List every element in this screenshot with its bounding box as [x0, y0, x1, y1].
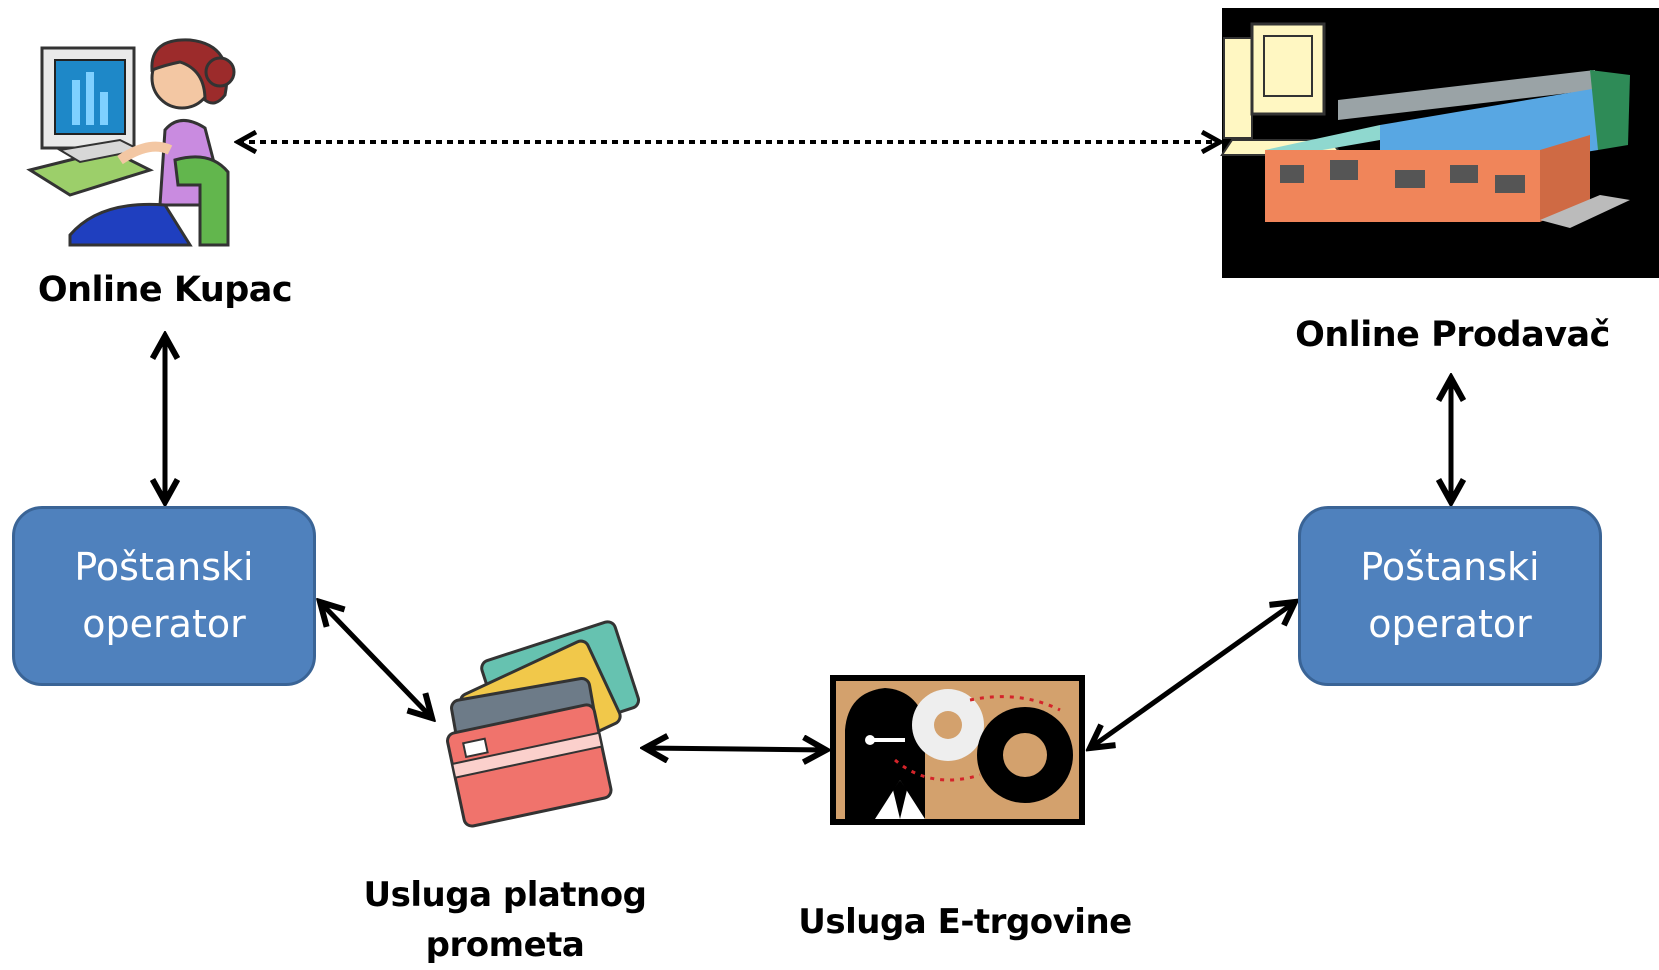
- ecommerce-service-label: Usluga E-trgovine: [798, 902, 1132, 942]
- postal-operator-left: Poštanski operator: [12, 506, 316, 686]
- payment-service-label: Usluga platnog prometa: [355, 870, 655, 970]
- warehouse-computer-icon: [1220, 8, 1659, 278]
- seller-label: Online Prodavač: [1295, 315, 1610, 355]
- credit-cards-icon: [446, 620, 641, 828]
- payment-label-line1: Usluga platnog: [363, 875, 647, 915]
- operator-left-line1: Poštanski: [74, 545, 254, 589]
- operator-payment-arrow: [320, 602, 432, 718]
- postal-operator-right: Poštanski operator: [1298, 506, 1602, 686]
- payment-ecommerce-arrow: [645, 748, 826, 750]
- payment-label-line2: prometa: [425, 925, 585, 965]
- operator-right-line2: operator: [1368, 602, 1532, 646]
- operator-right-line1: Poštanski: [1360, 545, 1540, 589]
- woman-at-computer-icon: [26, 38, 236, 247]
- buyer-label: Online Kupac: [37, 270, 293, 310]
- businessman-gears-icon: [830, 675, 1085, 825]
- operator-left-line2: operator: [82, 602, 246, 646]
- ecommerce-operator-arrow: [1090, 602, 1295, 748]
